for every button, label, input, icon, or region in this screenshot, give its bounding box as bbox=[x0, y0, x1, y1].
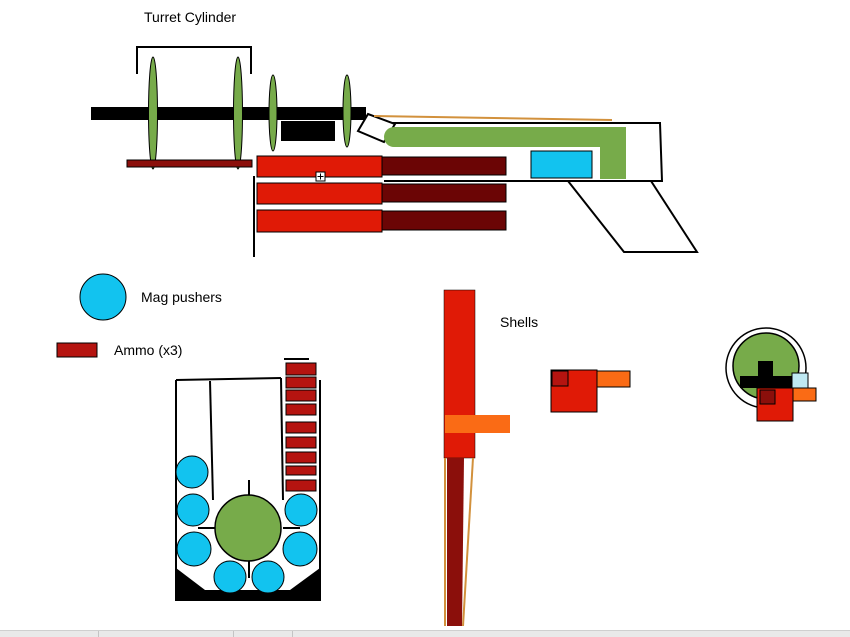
status-strip bbox=[0, 630, 850, 637]
mag-pusher bbox=[251, 560, 285, 594]
shell-casing-edge bbox=[462, 457, 474, 627]
mag-pusher bbox=[176, 493, 210, 527]
strip-divider bbox=[233, 631, 234, 637]
turret-shell-cap bbox=[759, 389, 776, 405]
turret-sight bbox=[791, 372, 809, 389]
cylinder-plate bbox=[233, 56, 243, 170]
cylinder-plate bbox=[148, 56, 158, 170]
mag-pusher bbox=[176, 531, 212, 567]
strip-divider bbox=[98, 631, 99, 637]
shell-front-icon bbox=[550, 369, 631, 413]
magazine-front-view bbox=[175, 358, 321, 601]
turret-shaft bbox=[91, 107, 366, 120]
mag-pusher bbox=[282, 531, 318, 567]
turret-side-view: Turret Cylinder bbox=[91, 9, 699, 257]
turret-barrel-stub bbox=[791, 387, 817, 402]
shells-label: Shells bbox=[500, 314, 538, 330]
turret-bottom-bar bbox=[126, 159, 253, 168]
turret-top-view bbox=[725, 327, 817, 422]
magazine-inner-wall bbox=[209, 380, 214, 501]
ammo-row bbox=[256, 155, 507, 178]
cylinder-plate bbox=[268, 74, 278, 152]
legend-ammo-label: Ammo (x3) bbox=[114, 342, 182, 358]
shell-casing bbox=[447, 458, 464, 626]
legend-mag-pushers-label: Mag pushers bbox=[141, 289, 222, 305]
mag-pusher bbox=[213, 560, 247, 594]
turret-mount-bar bbox=[740, 376, 795, 388]
gun-housing bbox=[383, 122, 664, 182]
mag-pusher-block bbox=[530, 150, 593, 179]
turret-breech-block bbox=[281, 121, 335, 141]
shell-long bbox=[443, 289, 510, 627]
move-handle-icon[interactable] bbox=[315, 171, 326, 182]
turret-bracket bbox=[136, 46, 252, 74]
ammo-stack bbox=[284, 358, 317, 492]
mag-pusher bbox=[175, 455, 209, 489]
ammo-row bbox=[256, 209, 507, 233]
turret-mount-cross bbox=[758, 361, 773, 377]
spring-line bbox=[373, 115, 613, 121]
rotor bbox=[214, 494, 282, 562]
gun-grip bbox=[565, 180, 699, 253]
legend-mag-pusher-swatch bbox=[79, 273, 127, 321]
shell-rim bbox=[445, 415, 510, 433]
legend-ammo-swatch bbox=[56, 342, 98, 358]
ammo-row bbox=[256, 182, 507, 205]
cylinder-plate bbox=[342, 74, 352, 148]
feed-channel bbox=[384, 127, 626, 179]
mag-pusher bbox=[284, 493, 318, 527]
magazine-base bbox=[176, 590, 320, 600]
legend: Mag pushers Ammo (x3) bbox=[56, 273, 222, 358]
mag-pusher-group bbox=[175, 455, 318, 594]
turret-cylinder-label: Turret Cylinder bbox=[144, 9, 236, 25]
magazine-inner-wall bbox=[280, 377, 284, 501]
strip-divider bbox=[292, 631, 293, 637]
